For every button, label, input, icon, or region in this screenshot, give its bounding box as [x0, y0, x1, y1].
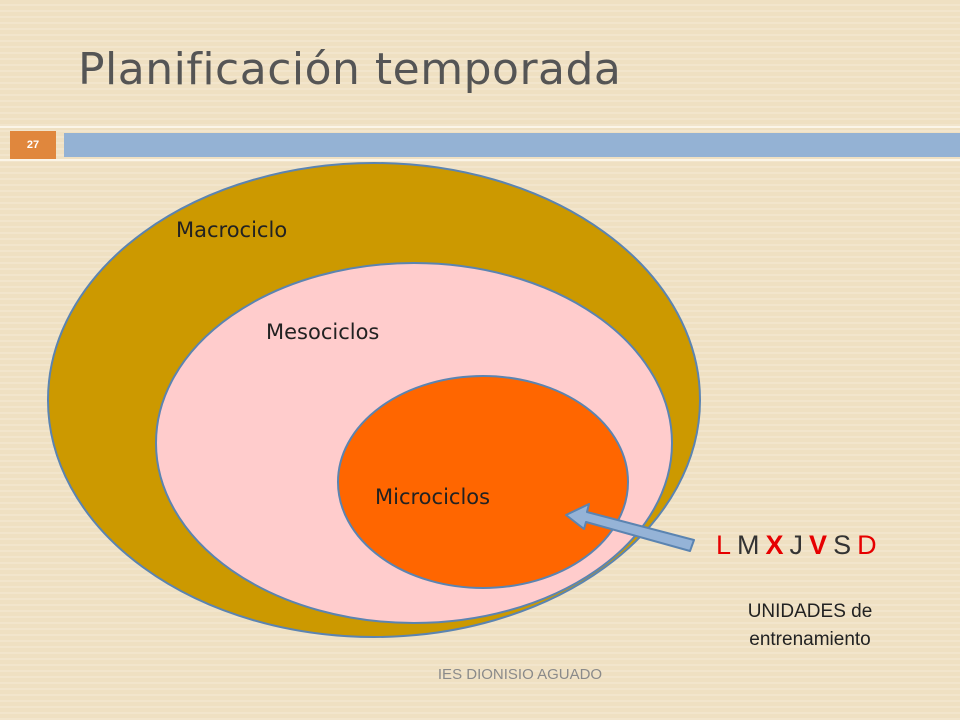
training-units-label: UNIDADES de entrenamiento	[700, 598, 920, 654]
day-letter: J	[789, 530, 804, 560]
microciclos-ellipse	[337, 375, 629, 589]
units-line-1: UNIDADES de	[747, 601, 873, 622]
day-letter: X	[765, 530, 784, 560]
header-rule-bottom	[0, 159, 960, 161]
arrow-icon	[565, 503, 695, 552]
header-bar	[64, 133, 960, 157]
mesociclos-label: Mesociclos	[266, 320, 380, 344]
day-letter: D	[857, 530, 877, 560]
page-title: Planificación temporada	[78, 44, 622, 95]
day-letter: M	[737, 530, 760, 560]
footer-text: IES DIONISIO AGUADO	[437, 666, 603, 683]
units-line-2: entrenamiento	[749, 629, 871, 650]
day-letter: L	[716, 530, 732, 560]
macrociclo-label: Macrociclo	[176, 218, 288, 242]
day-letter: S	[833, 530, 852, 560]
header-rule-top	[0, 126, 960, 128]
day-letter: V	[809, 530, 828, 560]
slide-number: 27	[10, 131, 56, 159]
microciclos-label: Microciclos	[375, 485, 491, 509]
